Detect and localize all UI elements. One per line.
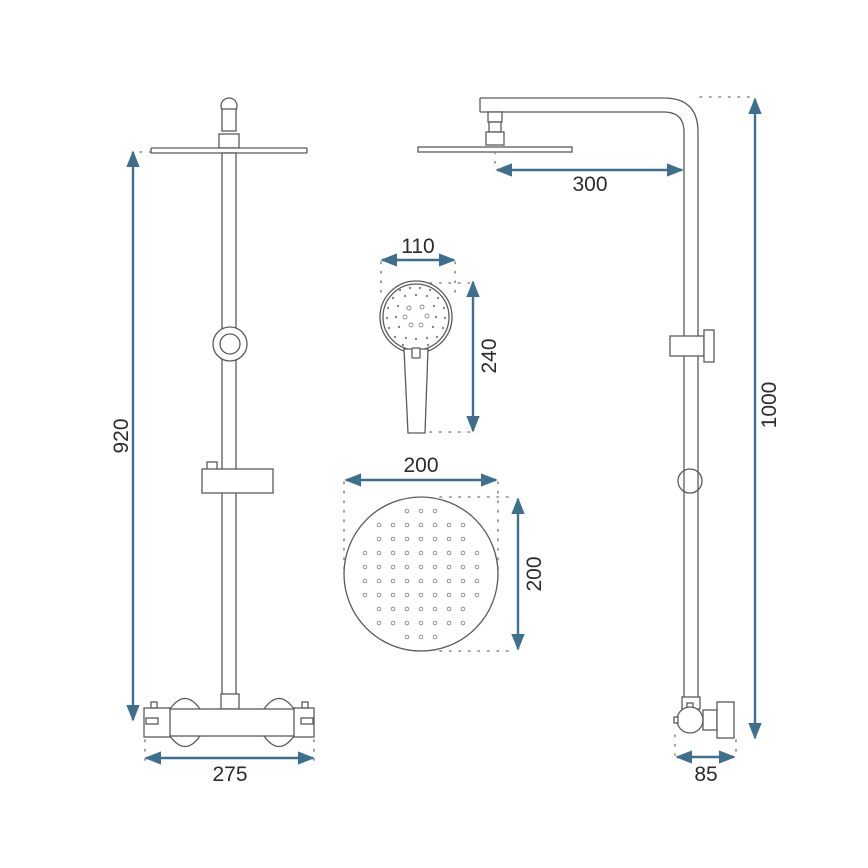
height-920-label: 920 <box>110 418 133 453</box>
side-view: 300 1000 85 <box>417 96 781 786</box>
head-nut <box>218 133 240 149</box>
mixer-body <box>168 708 296 737</box>
rain-shower-head-detail: 200 200 <box>343 454 546 652</box>
hand-shower-nozzles <box>385 286 447 347</box>
side-head-nut <box>488 121 502 133</box>
rain-width-200-label: 200 <box>403 454 438 477</box>
left-knob-bottom <box>169 735 201 748</box>
hand-shower-button <box>411 347 421 359</box>
arm-outer <box>480 97 699 698</box>
right-cap-slot <box>300 717 314 725</box>
riser-pipe <box>221 152 237 703</box>
head-connector <box>221 108 237 132</box>
rain-head-circle <box>343 496 499 652</box>
side-holder-plate <box>703 329 715 363</box>
left-cap-slot <box>145 717 159 725</box>
front-view: 920 275 <box>110 97 315 786</box>
left-cap-tab <box>150 701 158 709</box>
left-knob-top <box>169 697 201 710</box>
hand-shower-head <box>379 280 453 354</box>
side-hand-holder <box>669 335 705 357</box>
hand-110-label: 110 <box>401 235 434 258</box>
right-cap-tab <box>301 701 309 709</box>
hand-shower-handle <box>403 348 429 434</box>
right-knob-bottom <box>263 735 295 748</box>
side-head-base <box>485 131 505 146</box>
arm-300-label: 300 <box>572 173 607 196</box>
right-knob-top <box>263 697 295 710</box>
rain-head-nozzles <box>362 508 480 640</box>
side-elbow-tab <box>673 716 679 724</box>
side-valve-flange <box>716 701 735 739</box>
mixer-connector <box>220 693 240 710</box>
width-275-label: 275 <box>212 763 247 786</box>
rain-head-edge <box>150 147 308 154</box>
side-elbow <box>676 706 704 734</box>
shelf-bracket <box>201 468 274 494</box>
rain-height-200-label: 200 <box>523 556 546 591</box>
side-valve-connector <box>702 709 718 731</box>
hand-240-label: 240 <box>478 338 501 373</box>
arm-inner <box>480 111 685 698</box>
height-1000-label: 1000 <box>758 382 781 429</box>
hand-shower-detail: 110 240 <box>379 235 501 434</box>
slider-ring-inner <box>219 333 241 355</box>
side-slider-ring <box>677 468 703 494</box>
depth-85-label: 85 <box>694 763 717 786</box>
side-head-stem <box>487 111 503 123</box>
